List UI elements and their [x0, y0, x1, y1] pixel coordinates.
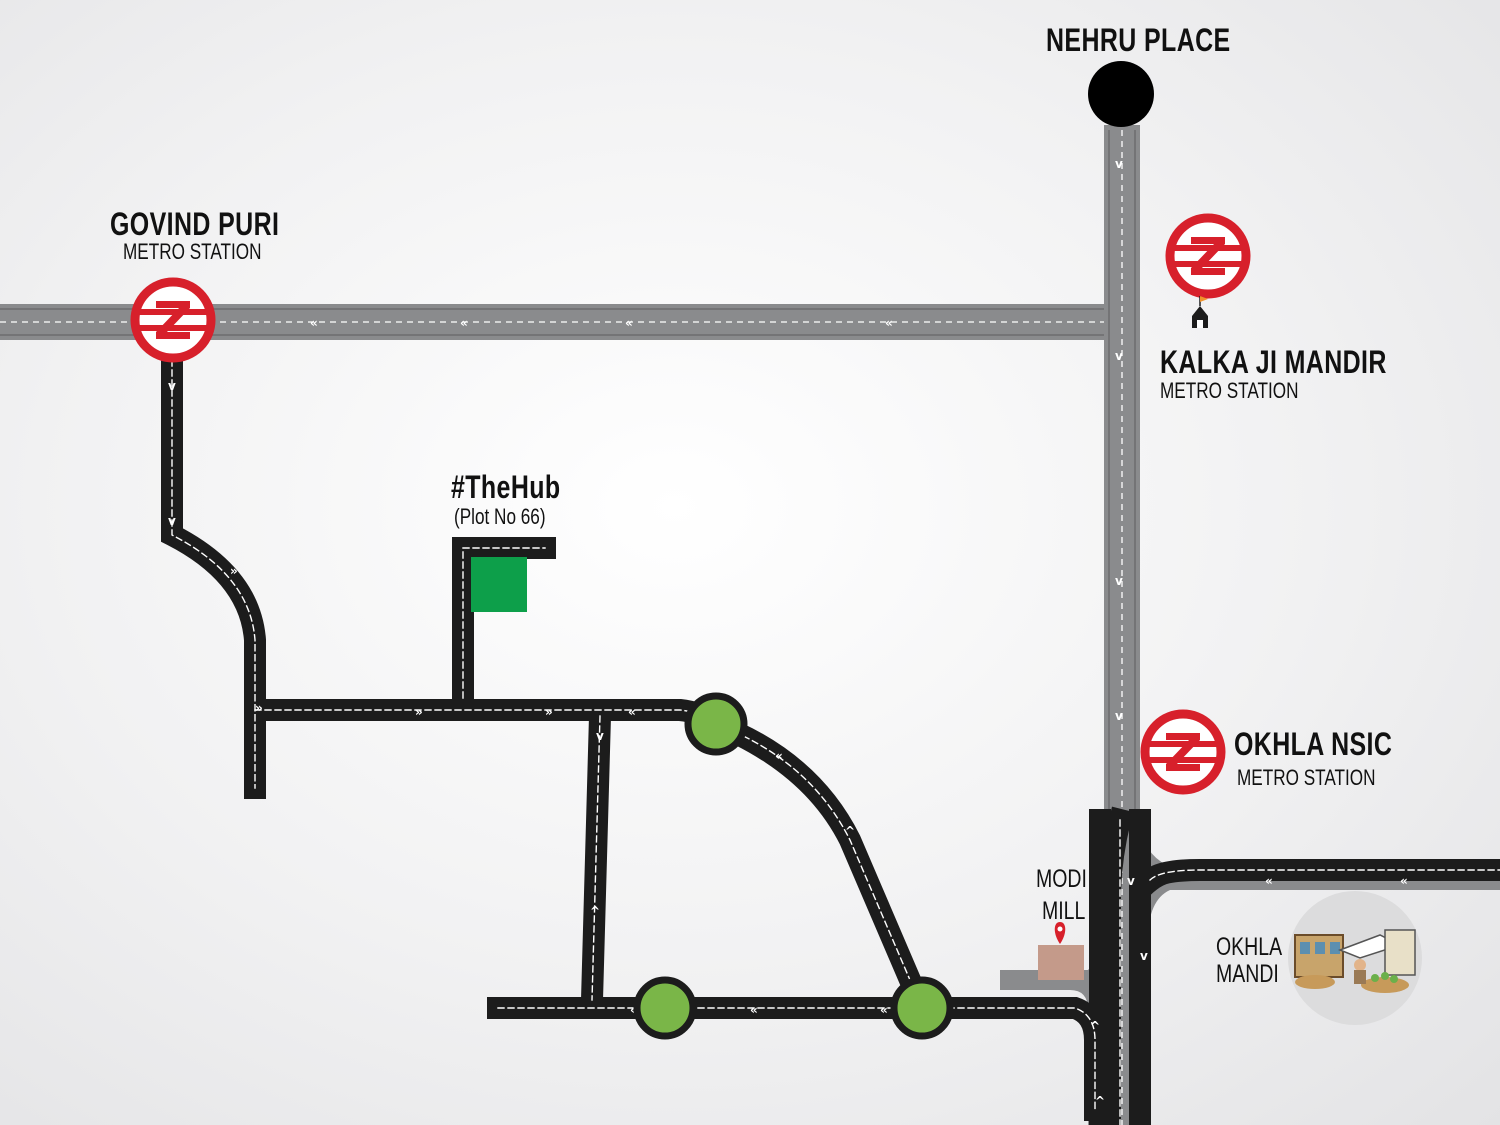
svg-text:«: «	[880, 1003, 888, 1017]
svg-text:v: v	[1115, 349, 1123, 363]
svg-text:^: ^	[590, 904, 600, 918]
svg-text:«: «	[1265, 874, 1273, 888]
svg-text:v: v	[1140, 949, 1148, 963]
svg-text:»: »	[415, 705, 423, 719]
svg-text:^: ^	[1095, 1094, 1105, 1108]
govind-puri-label: GOVIND PURI	[110, 206, 280, 242]
svg-text:»: »	[230, 564, 238, 578]
svg-text:v: v	[596, 729, 604, 743]
svg-text:^: ^	[1090, 1019, 1100, 1033]
roundabout-south-west	[633, 976, 697, 1040]
govind-puri-sublabel: METRO STATION	[123, 239, 262, 264]
svg-text:«: «	[1400, 874, 1408, 888]
svg-text:»: »	[255, 701, 263, 715]
svg-text:»: »	[545, 705, 553, 719]
the-hub-label: #TheHub	[451, 469, 561, 505]
svg-text:^: ^	[845, 824, 855, 838]
svg-text:«: «	[628, 705, 636, 719]
svg-text:v: v	[1115, 574, 1123, 588]
svg-text:v: v	[168, 514, 176, 528]
the-hub-plot	[471, 557, 527, 612]
svg-text:«: «	[775, 749, 783, 763]
map-pin-icon	[1054, 922, 1066, 944]
the-hub-sublabel: (Plot No 66)	[454, 504, 546, 529]
svg-text:v: v	[1115, 709, 1123, 723]
modi-mill-label-2: MILL	[1042, 897, 1086, 925]
svg-text:«: «	[625, 316, 633, 330]
temple-icon	[1192, 296, 1208, 328]
okhla-nsic-sublabel: METRO STATION	[1237, 765, 1376, 790]
svg-text:v: v	[1127, 874, 1135, 888]
local-roads	[161, 349, 1500, 1125]
roundabouts	[633, 692, 954, 1040]
market-illustration-icon	[1288, 891, 1422, 1025]
okhla-mandi-label-1: OKHLA	[1216, 933, 1283, 961]
kalkaji-sublabel: METRO STATION	[1160, 378, 1299, 403]
svg-text:v: v	[1115, 157, 1123, 171]
roundabout-south-east	[890, 976, 954, 1040]
metro-logo-icon	[135, 282, 211, 358]
okhla-nsic-label: OKHLA NSIC	[1234, 726, 1393, 762]
svg-text:«: «	[310, 316, 318, 330]
okhla-mandi-label-2: MANDI	[1216, 960, 1279, 988]
nehru-place-marker	[1088, 61, 1154, 127]
kalkaji-label: KALKA JI MANDIR	[1160, 344, 1387, 380]
nehru-place-label: NEHRU PLACE	[1046, 22, 1231, 58]
modi-mill-building	[1038, 945, 1084, 980]
svg-text:«: «	[750, 1003, 758, 1017]
svg-text:v: v	[168, 379, 176, 393]
metro-logo-icon	[1145, 714, 1221, 790]
svg-text:«: «	[885, 316, 893, 330]
roundabout-north	[684, 692, 748, 756]
svg-text:«: «	[460, 316, 468, 330]
modi-mill-label-1: MODI	[1036, 865, 1087, 893]
metro-logo-icon	[1170, 218, 1246, 294]
